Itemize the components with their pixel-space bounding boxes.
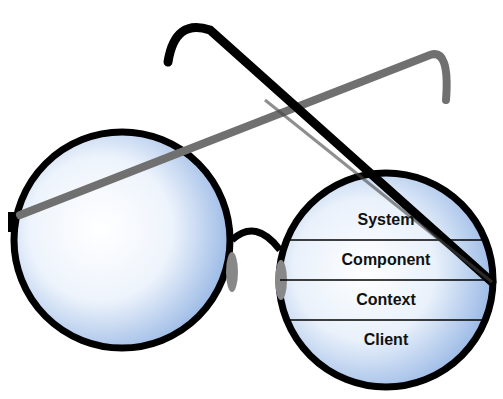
bridge bbox=[232, 231, 280, 250]
lens-band: Client bbox=[300, 320, 472, 360]
lens-band: Component bbox=[290, 240, 482, 280]
band-label: Client bbox=[364, 331, 408, 349]
band-label: Component bbox=[342, 251, 431, 269]
lens-band: System bbox=[300, 200, 472, 240]
temple-arm-shade bbox=[265, 100, 492, 282]
right-lens bbox=[279, 173, 493, 387]
band-divider bbox=[280, 279, 492, 281]
band-divider bbox=[287, 239, 485, 241]
band-label: System bbox=[358, 211, 415, 229]
left-lens bbox=[14, 132, 230, 348]
hinge bbox=[226, 252, 238, 292]
temple-arm bbox=[20, 54, 447, 215]
band-divider bbox=[287, 319, 485, 321]
lens-band: Context bbox=[290, 280, 482, 320]
temple-arm bbox=[168, 27, 492, 282]
band-label: Context bbox=[356, 291, 416, 309]
